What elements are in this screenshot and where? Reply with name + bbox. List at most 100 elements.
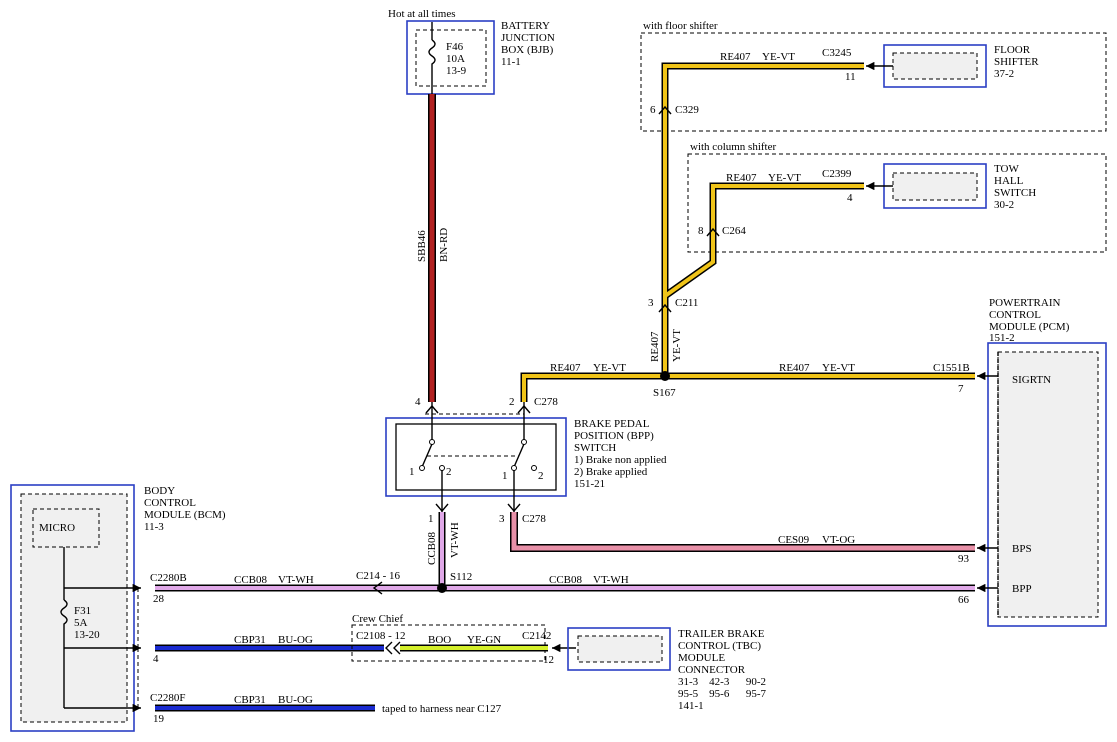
c329-pin: 6 — [650, 104, 656, 116]
c2142-pin: 12 — [543, 654, 554, 666]
bpp-switch: 4 2 C278 1 2 1 2 BRAKE PEDAL POSITION (B… — [385, 396, 667, 525]
pcm-pin-sigrtn: 7 — [958, 383, 964, 395]
bpp-note-2: 2) Brake applied — [574, 466, 648, 478]
wire-cbp31: CBP31 BU-OG CBP31 BU-OG taped to harness… — [155, 634, 502, 715]
pcm-bpp-label: BPP — [1012, 583, 1032, 595]
bpp-note-1: 1) Brake non applied — [574, 454, 667, 466]
bpp-name-3: SWITCH — [574, 442, 616, 454]
pcm-ref: 151-2 — [989, 332, 1015, 344]
tbc-module: TRAILER BRAKE CONTROL (TBC) MODULE CONNE… — [567, 627, 766, 712]
bcm-fuse-id: F31 — [74, 605, 91, 617]
c211-label: C211 — [675, 297, 698, 309]
yevt-left-label: YE-VT — [593, 362, 626, 374]
bjb-fuse-rating: 10A — [446, 53, 465, 65]
re407-vert-label: RE407 — [649, 331, 661, 362]
bjb-fuse-id: F46 — [446, 41, 464, 53]
tow-haul-name-3: SWITCH — [994, 187, 1036, 199]
tbc-name-2: CONTROL (TBC) — [678, 640, 761, 652]
tow-haul-name-1: TOW — [994, 163, 1019, 175]
bpp-pin-4: 4 — [415, 396, 421, 408]
tow-haul-name-2: HALL — [994, 175, 1024, 187]
bcm-name-1: BODY — [144, 485, 175, 497]
battery-junction-box: Hot at all times F46 10A 13-9 BATTERY JU… — [388, 8, 555, 95]
bjb-name-2: JUNCTION — [501, 32, 555, 44]
bpp-right-pos-2: 2 — [538, 470, 544, 482]
taped-note: taped to harness near C127 — [382, 703, 502, 715]
bcm-pin-28: 28 — [153, 593, 165, 605]
c264-connector: 8 C264 — [698, 225, 746, 237]
c2280f-label: C2280F — [150, 692, 185, 704]
bjb-fuse-ref: 13-9 — [446, 65, 467, 77]
c211-pin: 3 — [648, 297, 654, 309]
bpp-left-pos-2: 2 — [446, 466, 452, 478]
cbp31-lower-label: CBP31 — [234, 694, 266, 706]
pcm-name-1: POWERTRAIN — [989, 297, 1061, 309]
floor-shifter-name-1: FLOOR — [994, 44, 1031, 56]
floor-shifter-ref: 37-2 — [994, 68, 1014, 80]
bcm-pin-4: 4 — [153, 653, 159, 665]
yevt-floor-label: YE-VT — [762, 51, 795, 63]
floor-shifter-section-label: with floor shifter — [643, 20, 718, 32]
bpp-name-1: BRAKE PEDAL — [574, 418, 650, 430]
c214-label: C214 - 16 — [356, 570, 401, 582]
pcm-sigrtn-label: SIGRTN — [1012, 374, 1051, 386]
buog-upper-label: BU-OG — [278, 634, 313, 646]
bjb-name-1: BATTERY — [501, 20, 550, 32]
c3245-label: C3245 — [822, 47, 852, 59]
ccb08-vert-label: CCB08 — [426, 531, 438, 565]
s112-label: S112 — [450, 571, 472, 583]
pcm-name-3: MODULE (PCM) — [989, 321, 1070, 333]
s167-splice: S167 — [653, 371, 676, 399]
bpp-ref: 151-21 — [574, 478, 605, 490]
tbc-name-4: CONNECTOR — [678, 664, 746, 676]
pcm-name-2: CONTROL — [989, 309, 1041, 321]
wire-ccb08: CCB08 VT-WH CCB08 VT-WH CCB08 VT-WH — [155, 512, 975, 592]
tbc-refs-1: 31-3 42-3 90-2 — [678, 676, 766, 688]
yegn-label: YE-GN — [467, 634, 501, 646]
c2399-pin: 4 — [847, 192, 853, 204]
bpp-right-pos-1: 1 — [502, 470, 508, 482]
c214-connector: C214 - 16 — [356, 570, 401, 595]
pcm-pin-bps: 93 — [958, 553, 970, 565]
c2280b-label: C2280B — [150, 572, 187, 584]
bpp-c278-low: C278 — [522, 513, 546, 525]
pcm-bps-label: BPS — [1012, 543, 1032, 555]
tbc-name-1: TRAILER BRAKE — [678, 628, 765, 640]
re407-left-label: RE407 — [550, 362, 581, 374]
pcm-module: POWERTRAIN CONTROL MODULE (PCM) 151-2 C1… — [933, 297, 1107, 627]
c3245-pin: 11 — [845, 71, 856, 83]
bcm-pin-19: 19 — [153, 713, 165, 725]
bjb-name-3: BOX (BJB) — [501, 44, 554, 56]
crew-chief-section: Crew Chief C2108 - 12 C2142 BOO YE-GN 12 — [351, 613, 576, 666]
tow-haul-ref: 30-2 — [994, 199, 1014, 211]
ccb08-right-label: CCB08 — [549, 574, 583, 586]
crew-chief-label: Crew Chief — [352, 613, 403, 625]
vtwh-vert-label: VT-WH — [449, 522, 461, 558]
bpp-name-2: POSITION (BPP) — [574, 430, 654, 442]
wire-re407: RE407 YE-VT RE407 YE-VT RE407 YE-VT RE40… — [520, 51, 975, 402]
ccb08-left-label: CCB08 — [234, 574, 268, 586]
tbc-name-3: MODULE — [678, 652, 725, 664]
tbc-refs-3: 141-1 — [678, 700, 704, 712]
vtwh-left-label: VT-WH — [278, 574, 314, 586]
wire-ces09: CES09 VT-OG — [510, 512, 975, 552]
tow-haul-section: with column shifter TOW HALL SWITCH 30-2… — [687, 141, 1107, 253]
c329-connector: 6 C329 — [650, 104, 699, 116]
bnrd-label: BN-RD — [438, 228, 450, 262]
cbp31-upper-label: CBP31 — [234, 634, 266, 646]
bcm-module: MICRO F31 5A 13-20 BODY CONTROL MODULE (… — [10, 484, 226, 732]
tow-haul-section-label: with column shifter — [690, 141, 776, 153]
re407-floor-label: RE407 — [720, 51, 751, 63]
bpp-c278-top: C278 — [534, 396, 558, 408]
floor-shifter-section: with floor shifter FLOOR SHIFTER 37-2 C3… — [640, 20, 1107, 132]
bpp-left-pos-1: 1 — [409, 466, 415, 478]
bpp-pin-low-1: 1 — [428, 513, 434, 525]
c2142-label: C2142 — [522, 630, 551, 642]
bcm-micro-label: MICRO — [39, 522, 75, 534]
pcm-pin-bpp: 66 — [958, 594, 970, 606]
bjb-ref: 11-1 — [501, 56, 521, 68]
c1551b-label: C1551B — [933, 362, 970, 374]
vtog-label: VT-OG — [822, 534, 855, 546]
yevt-vert-label: YE-VT — [671, 329, 683, 362]
s167-label: S167 — [653, 387, 676, 399]
